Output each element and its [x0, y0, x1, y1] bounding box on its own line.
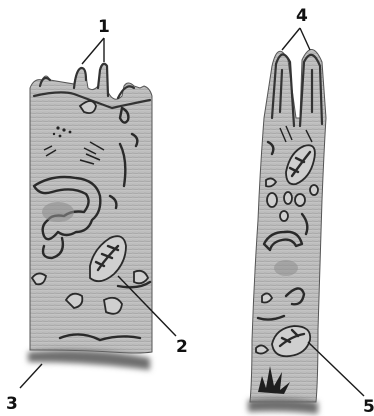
- label-5: 5: [363, 397, 374, 416]
- left-vesicle-4: [32, 273, 46, 284]
- right-dark-patch: [274, 260, 298, 276]
- label-3: 3: [6, 394, 18, 414]
- right-basement-membrane: [248, 398, 318, 414]
- label-1: 1: [98, 17, 110, 37]
- left-vesicle-6: [104, 298, 122, 314]
- label-2: 2: [176, 337, 188, 357]
- right-vesicle-7: [280, 211, 288, 221]
- right-vesicle-6: [310, 185, 318, 195]
- right-vesicle-8: [262, 293, 272, 302]
- left-cell: [28, 63, 152, 370]
- right-vesicle-3: [267, 193, 277, 207]
- right-vesicle-5: [295, 194, 305, 206]
- left-dark-patch: [42, 202, 74, 222]
- label-4: 4: [296, 6, 308, 26]
- right-cell: [248, 49, 326, 414]
- right-vesicle-4: [284, 192, 292, 204]
